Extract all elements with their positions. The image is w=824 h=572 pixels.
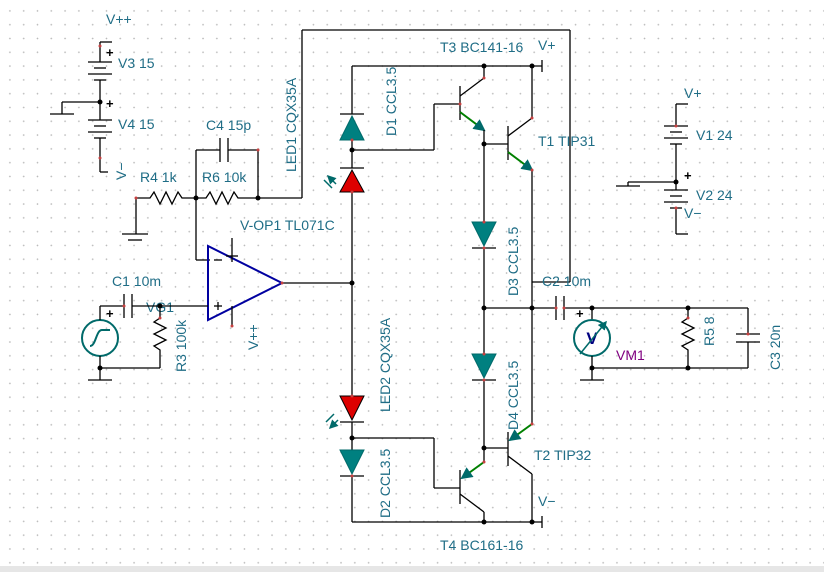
- ground-icon: [580, 368, 604, 381]
- led1[interactable]: [339, 167, 365, 193]
- signal-generator-vg1[interactable]: [81, 319, 119, 357]
- label-d4: D4 CCL3.5: [505, 361, 521, 430]
- diode-d3[interactable]: [471, 221, 497, 249]
- label-vmm: V−: [113, 162, 129, 180]
- label-vplus-right: V+: [684, 85, 702, 101]
- label-opamp: V-OP1 TL071C: [240, 217, 335, 233]
- label-v3: V3 15: [118, 55, 155, 71]
- svg-text:+: +: [106, 306, 114, 321]
- label-v1: V1 24: [696, 127, 733, 143]
- label-t2: T2 TIP32: [534, 447, 592, 463]
- transistor-t3[interactable]: [459, 66, 486, 132]
- ground-icon: [122, 198, 148, 241]
- ground-icon: [88, 368, 112, 381]
- label-led1: LED1 CQX35A: [283, 77, 299, 172]
- battery-v4[interactable]: [88, 102, 112, 173]
- battery-v1[interactable]: [664, 125, 688, 145]
- diode-d4[interactable]: [471, 353, 497, 381]
- label-r3: R3 100k: [173, 319, 189, 372]
- label-vpp: V++: [106, 11, 132, 27]
- svg-text:+: +: [106, 96, 114, 111]
- label-vminus-right: V−: [684, 205, 702, 221]
- voltmeter-vm1[interactable]: V: [573, 308, 611, 368]
- label-d1: D1 CCL3.5: [383, 67, 399, 136]
- label-r4: R4 1k: [140, 169, 178, 185]
- label-vm1: VM1: [616, 347, 645, 363]
- label-vminus-t4: V−: [538, 493, 556, 509]
- label-c3: C3 20n: [767, 325, 783, 370]
- label-opamp-vpp: V++: [245, 324, 261, 350]
- battery-v3[interactable]: [88, 46, 112, 102]
- label-t1: T1 TIP31: [538, 133, 596, 149]
- label-c4: C4 15p: [206, 117, 251, 133]
- svg-text:+: +: [576, 306, 584, 321]
- transistor-t4[interactable]: [459, 461, 485, 522]
- resistor-r5[interactable]: [680, 308, 696, 368]
- transistor-t2[interactable]: [507, 423, 533, 522]
- light-emission-icon: [326, 413, 338, 428]
- svg-text:+: +: [684, 168, 692, 183]
- label-t4: T4 BC161-16: [440, 537, 523, 553]
- bottom-scrollbar[interactable]: [0, 566, 824, 572]
- pin-markers: [98, 44, 750, 478]
- opamp-tl071c[interactable]: [207, 238, 285, 326]
- label-v4: V4 15: [118, 116, 155, 132]
- resistor-r6[interactable]: [196, 190, 258, 206]
- diode-d2[interactable]: [339, 449, 365, 477]
- transistor-t1[interactable]: [507, 66, 534, 172]
- label-r6: R6 10k: [202, 169, 247, 185]
- capacitor-c4[interactable]: [219, 138, 229, 162]
- diode-d1[interactable]: [339, 113, 365, 141]
- light-emission-icon: [324, 176, 336, 189]
- label-led2: LED2 CQX35A: [377, 317, 393, 412]
- label-d2: D2 CCL3.5: [377, 449, 393, 518]
- label-r5: R5 8: [701, 316, 717, 346]
- label-t3: T3 BC141-16: [440, 39, 523, 55]
- resistor-r3[interactable]: [152, 306, 168, 368]
- label-d3: D3 CCL3.5: [505, 227, 521, 296]
- resistor-r4[interactable]: [136, 190, 196, 206]
- led2[interactable]: [339, 395, 365, 423]
- label-c1: C1 10m: [112, 273, 161, 289]
- svg-text:+: +: [106, 45, 114, 60]
- label-vplus-t3: V+: [538, 37, 556, 53]
- label-v2: V2 24: [696, 187, 733, 203]
- label-c2: C2 10m: [542, 273, 591, 289]
